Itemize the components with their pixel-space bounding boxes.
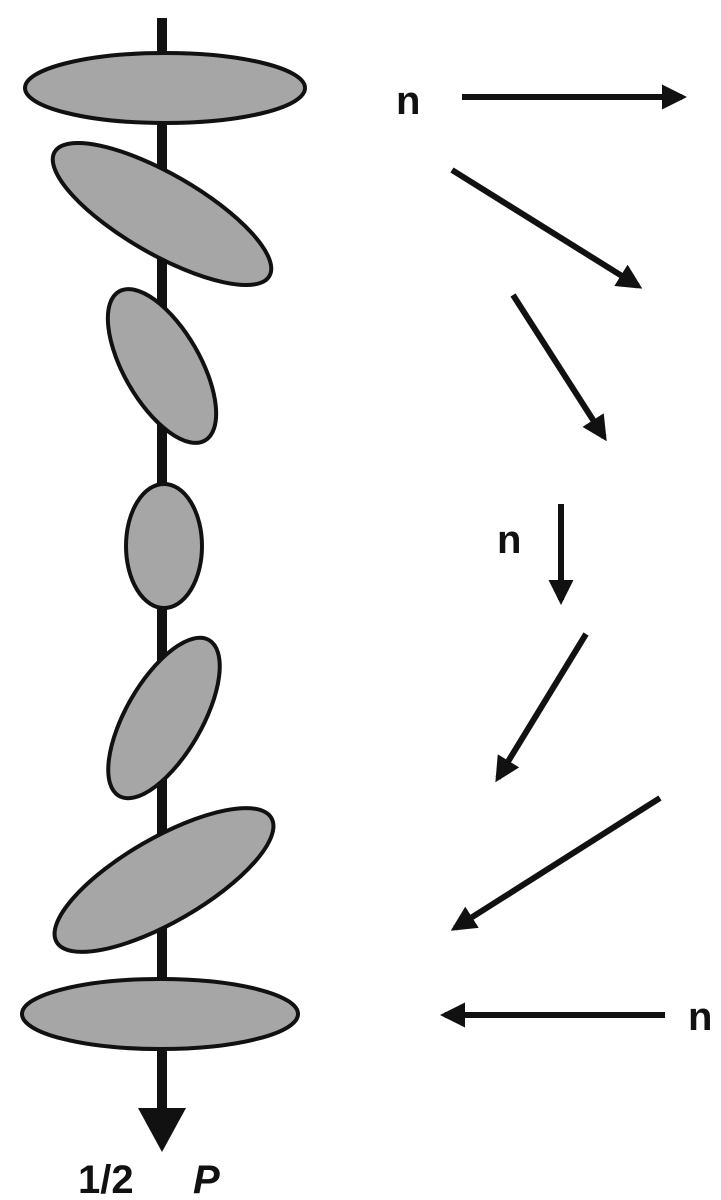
- director-arrow-2: [450, 167, 643, 289]
- director-arrow-5: [495, 632, 589, 783]
- molecule-1: [23, 51, 307, 125]
- director-label-bottom: n: [688, 995, 712, 1039]
- helix-axis-arrowhead: [138, 1108, 186, 1152]
- molecule-7: [20, 977, 300, 1051]
- director-arrow-3: [510, 293, 607, 442]
- molecule-4: [124, 482, 204, 610]
- caption-fraction: 1/2: [78, 1158, 134, 1200]
- director-label-top: n: [396, 79, 420, 123]
- molecule-5: [106, 635, 222, 801]
- director-arrow-6: [450, 795, 662, 931]
- caption-pitch-symbol: P: [193, 1158, 220, 1200]
- molecule-6: [52, 806, 276, 954]
- molecule-3: [105, 287, 219, 445]
- molecule-stack: [20, 51, 307, 1051]
- director-label-middle: n: [497, 518, 521, 562]
- molecule-2: [50, 140, 274, 288]
- director-arrows: [439, 84, 688, 1028]
